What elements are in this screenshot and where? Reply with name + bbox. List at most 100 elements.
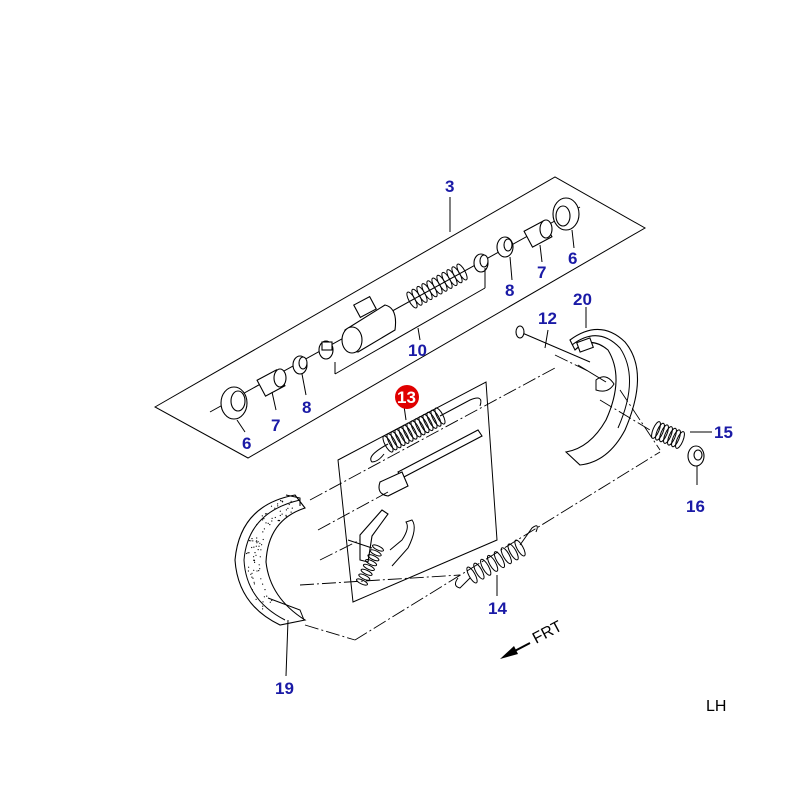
lining-speck [251, 538, 253, 540]
spring-coil [480, 558, 492, 576]
spring-coil [426, 411, 438, 429]
boot-right [552, 197, 580, 231]
spring-coil [667, 427, 677, 446]
callout-15[interactable]: 15 [714, 423, 733, 442]
lining-speck [259, 556, 261, 558]
return-spring [466, 539, 526, 584]
lining-speck [256, 537, 258, 539]
lining-speck [251, 576, 253, 578]
spring-hook [439, 397, 482, 417]
lining-speck [256, 570, 258, 572]
lining-speck [257, 541, 259, 543]
lining-speck [266, 595, 268, 597]
lining-speck [261, 544, 263, 546]
front-direction-label: FRT [530, 618, 565, 648]
spring-seat-left [318, 340, 334, 360]
lining-speck [255, 545, 257, 547]
lining-speck [266, 513, 268, 515]
callout-8-right[interactable]: 8 [505, 281, 514, 300]
lining-speck [259, 542, 261, 544]
lining-speck [259, 568, 261, 570]
spring-coil [430, 409, 442, 427]
spring-hook [370, 443, 389, 463]
lining-speck [260, 578, 262, 580]
lining-speck [269, 601, 271, 603]
spring-coil [456, 263, 468, 281]
lining-speck [264, 589, 266, 591]
lining-speck [264, 513, 267, 515]
spring-coil [486, 554, 499, 572]
spring-coil [410, 420, 422, 438]
lining-speck [262, 519, 264, 521]
spring-coil [360, 568, 373, 576]
lining-speck [285, 509, 287, 511]
cup-left [292, 355, 308, 375]
callout-14[interactable]: 14 [488, 599, 507, 618]
lining-speck [255, 598, 257, 601]
lining-speck [270, 505, 273, 507]
lining-speck [254, 552, 256, 554]
lining-speck [288, 503, 290, 506]
spring-coil [663, 426, 673, 444]
return-spring-hook-left [454, 577, 471, 589]
hold-down-spring [651, 421, 685, 449]
lining-speck [262, 583, 264, 585]
lining-speck [279, 514, 281, 517]
callout-19[interactable]: 19 [275, 679, 294, 698]
callout-20[interactable]: 20 [573, 290, 592, 309]
lining-speck [252, 540, 254, 542]
lining-speck [251, 589, 253, 591]
lining-speck [253, 559, 255, 561]
lining-speck [271, 599, 273, 602]
lining-speck [285, 514, 287, 517]
spring-coil [500, 547, 512, 565]
lining-speck [274, 516, 276, 519]
spring-coil [358, 573, 371, 581]
cylinder-leader-lines [236, 229, 575, 433]
callout-13[interactable]: 13 [397, 388, 416, 407]
spring-coil [394, 428, 406, 447]
lining-speck [253, 583, 255, 585]
lining-speck [258, 570, 260, 572]
lining-speck [263, 518, 265, 520]
callout-16[interactable]: 16 [686, 497, 705, 516]
lining-speck [271, 520, 273, 522]
lining-speck [253, 556, 255, 558]
spring-coil [473, 562, 485, 580]
callout-10[interactable]: 10 [408, 341, 427, 360]
callout-8-left[interactable]: 8 [302, 398, 311, 417]
callout-3[interactable]: 3 [445, 177, 454, 196]
wheel-cylinder-frame [153, 176, 647, 459]
callout-7-right[interactable]: 7 [537, 263, 546, 282]
cup-right-2 [496, 236, 514, 258]
side-label: LH [706, 698, 726, 715]
lining-speck [263, 528, 265, 530]
callout-7-left[interactable]: 7 [271, 416, 280, 435]
adjuster-lever [347, 509, 415, 567]
lower-leader-lines [285, 307, 712, 677]
lining-speck [265, 522, 267, 524]
callout-6-left[interactable]: 6 [242, 434, 251, 453]
callout-13-highlight[interactable] [395, 385, 419, 409]
lining-speck [253, 569, 255, 571]
piston-right [523, 219, 553, 248]
lining-speck [262, 531, 264, 533]
front-direction-arrow [500, 642, 531, 659]
lining-speck [277, 505, 279, 507]
hold-down-cup [687, 445, 705, 485]
lining-speck [256, 540, 258, 542]
spring-coil [365, 558, 378, 567]
lining-speck [251, 572, 253, 574]
lining-speck [279, 510, 281, 512]
callout-12[interactable]: 12 [538, 309, 557, 328]
spring-coil [655, 422, 665, 441]
lining-speck [256, 523, 258, 526]
lining-speck [267, 522, 269, 525]
lining-speck [248, 566, 250, 568]
lining-speck [258, 545, 260, 547]
callout-6-right[interactable]: 6 [568, 249, 577, 268]
lining-speck [269, 524, 271, 526]
adjuster-spring [370, 397, 482, 463]
lining-speck [260, 549, 262, 551]
